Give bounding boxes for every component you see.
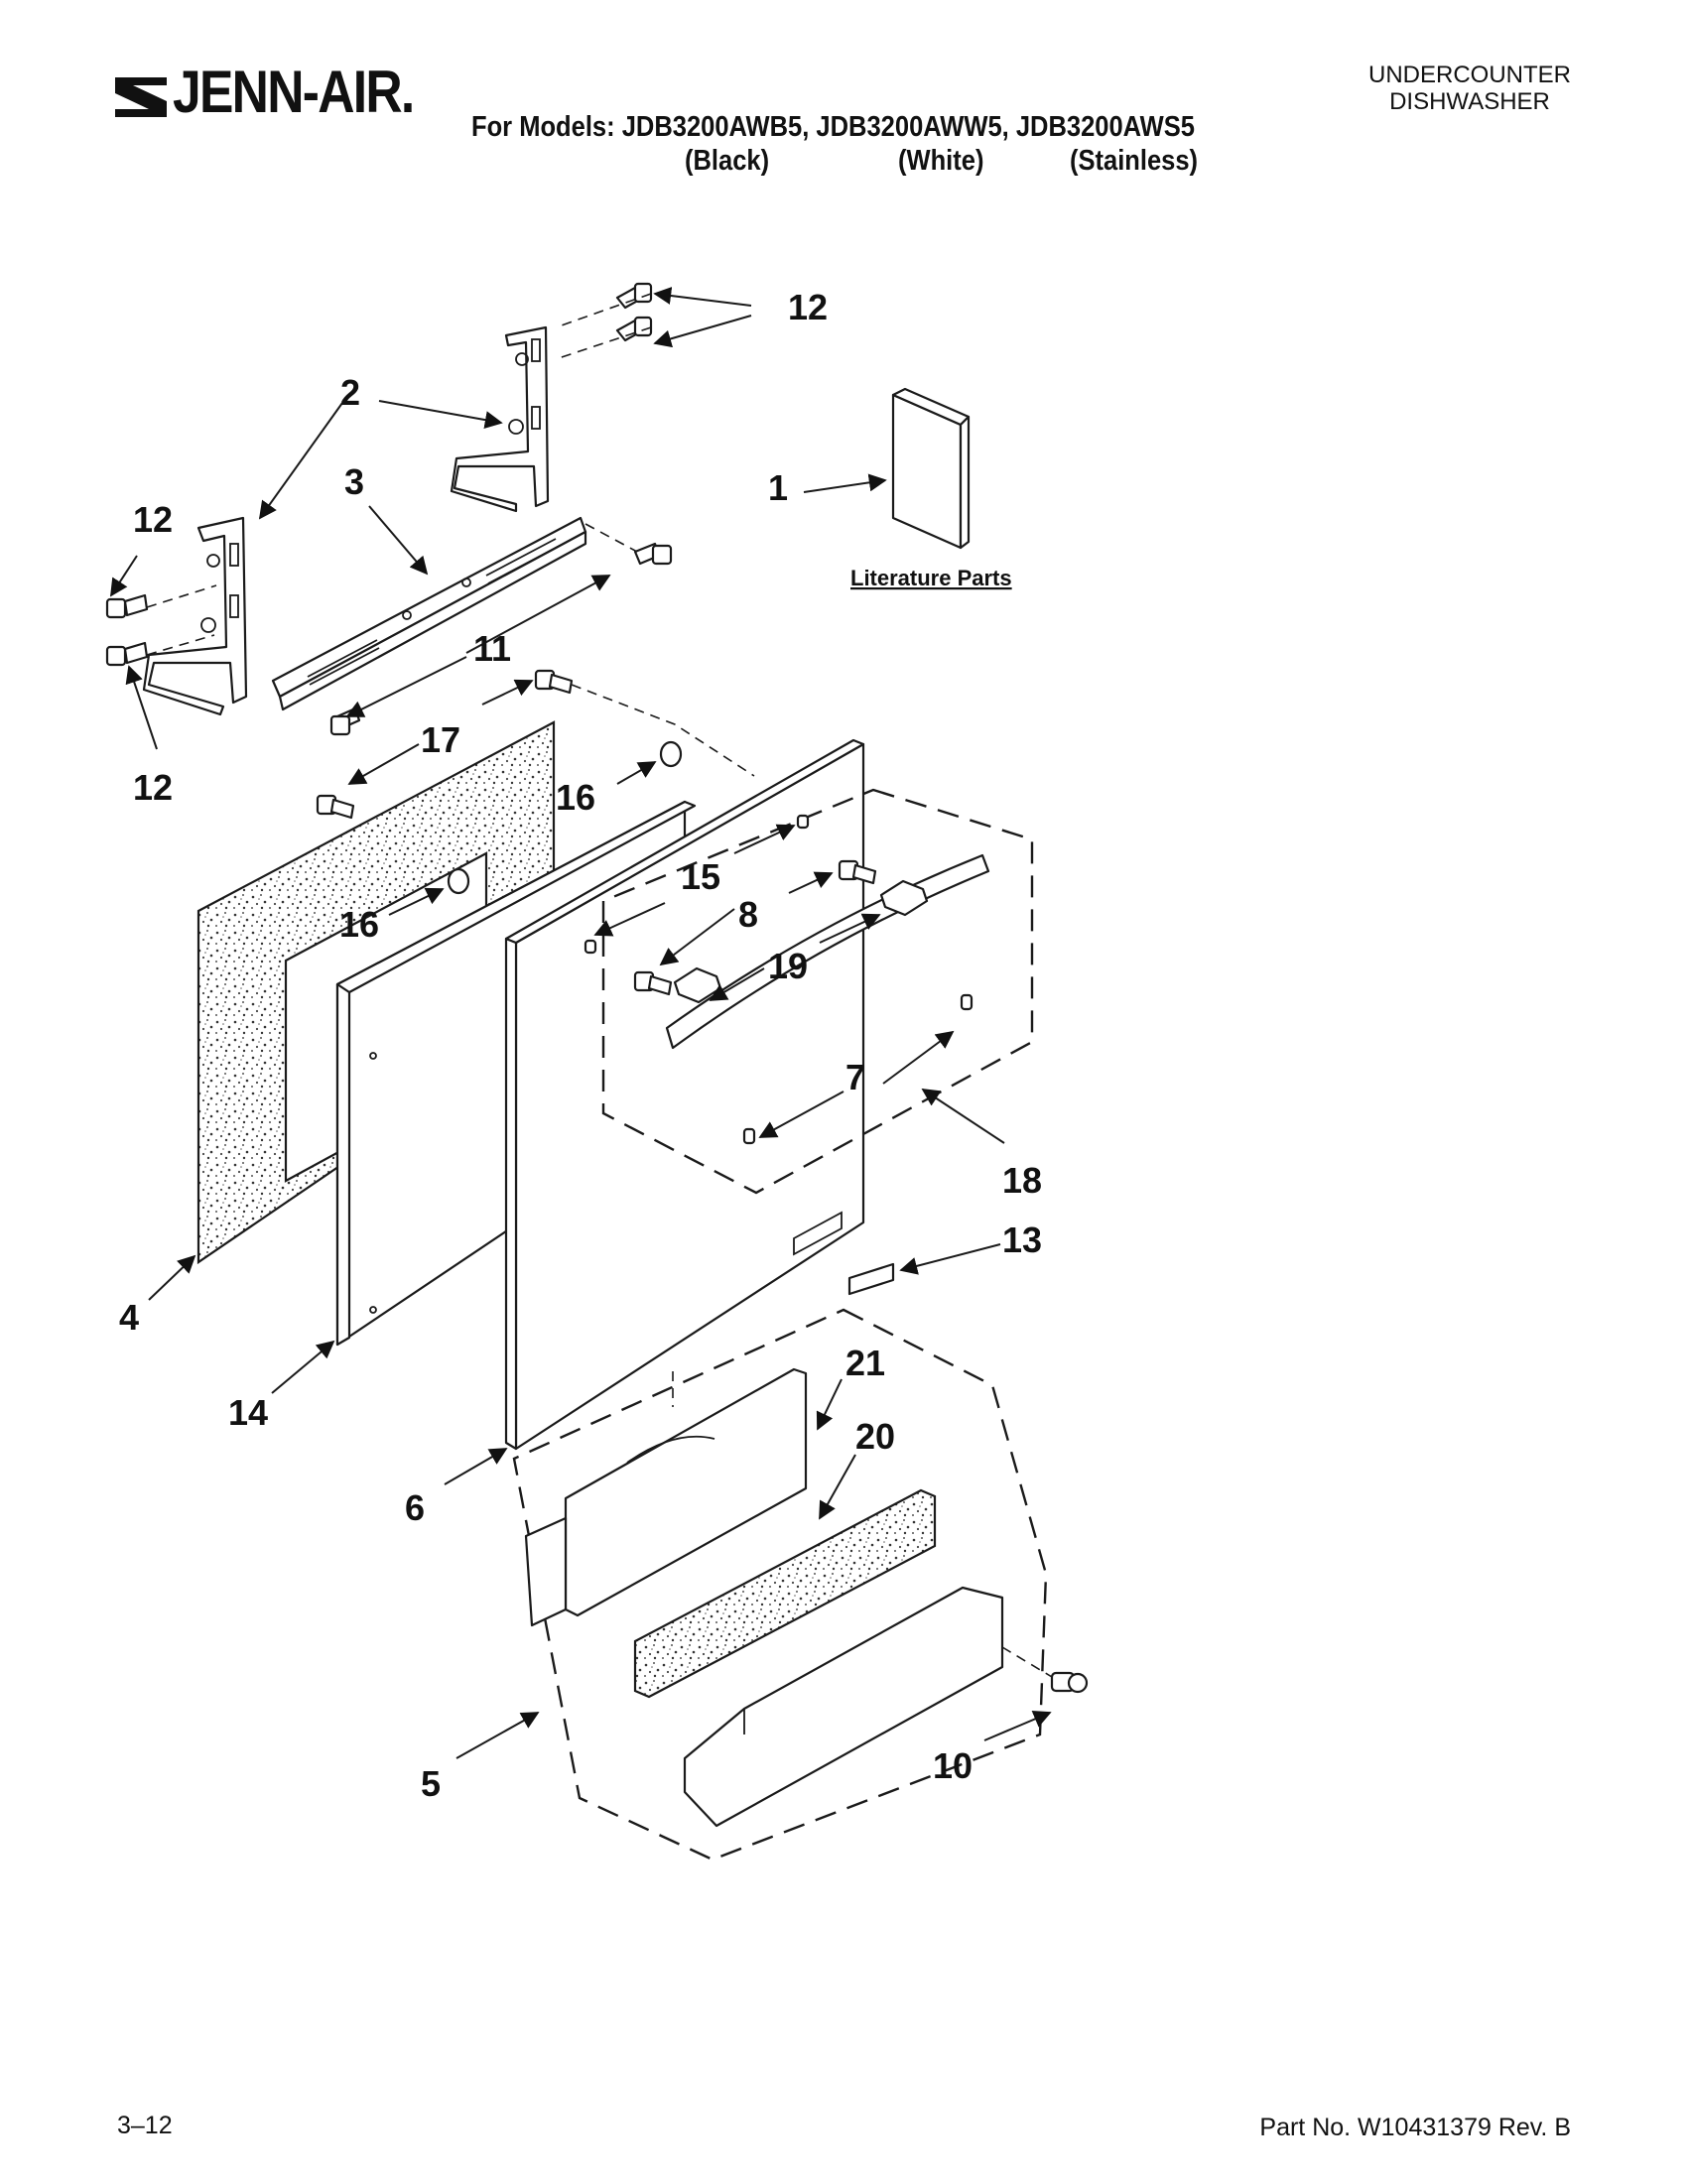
washer-16-left bbox=[447, 867, 470, 895]
variant-black: (Black) bbox=[685, 145, 770, 177]
doc-type-line-2: DISHWASHER bbox=[1389, 88, 1550, 115]
doc-type-line-1: UNDERCOUNTER bbox=[1368, 62, 1571, 88]
callout-21: 21 bbox=[845, 1343, 885, 1383]
models-line: For Models: JDB3200AWB5, JDB3200AWW5, JD… bbox=[471, 111, 1195, 143]
literature-packet bbox=[891, 387, 971, 550]
literature-parts-label: Literature Parts bbox=[850, 566, 1012, 590]
screw-11-right bbox=[633, 542, 673, 566]
door-handle bbox=[665, 853, 990, 1050]
handle-kit-outline bbox=[601, 788, 1034, 1195]
callout-15: 15 bbox=[681, 856, 720, 897]
callout-17: 17 bbox=[421, 719, 460, 760]
callout-6: 6 bbox=[405, 1487, 425, 1528]
mounting-bracket-left bbox=[142, 516, 248, 716]
brand-logo: JENN-AIR. bbox=[111, 58, 458, 137]
callout-7: 7 bbox=[845, 1057, 865, 1097]
callout-18: 18 bbox=[1002, 1160, 1042, 1201]
callout-10: 10 bbox=[933, 1745, 973, 1786]
part-number: Part No. W10431379 Rev. B bbox=[1259, 2114, 1571, 2141]
callout-16-left: 16 bbox=[339, 904, 379, 945]
callout-12-left-top: 12 bbox=[133, 499, 173, 540]
callout-13: 13 bbox=[1002, 1220, 1042, 1260]
mounting-bracket-right bbox=[450, 325, 550, 513]
page-number: 3–12 bbox=[117, 2112, 173, 2139]
screw-12-left-b bbox=[105, 641, 149, 667]
plug-15-left bbox=[584, 939, 597, 955]
callout-20: 20 bbox=[855, 1416, 895, 1457]
callout-16-top: 16 bbox=[556, 777, 595, 818]
support-rail bbox=[271, 516, 587, 711]
screw-17-top bbox=[534, 669, 574, 695]
screw-10 bbox=[1050, 1671, 1089, 1694]
callout-12-left-bottom: 12 bbox=[133, 767, 173, 808]
screw-12-left-a bbox=[105, 593, 149, 619]
clip-7-right bbox=[960, 993, 974, 1011]
washer-16-top bbox=[659, 740, 683, 768]
toe-kick-insulation bbox=[633, 1488, 937, 1699]
screw-12-top-a bbox=[615, 282, 653, 310]
document-type: UNDERCOUNTER DISHWASHER bbox=[1368, 62, 1571, 115]
variant-stainless: (Stainless) bbox=[1070, 145, 1199, 177]
plug-15-top bbox=[796, 814, 810, 830]
callout-3: 3 bbox=[344, 461, 364, 502]
callout-5: 5 bbox=[421, 1763, 441, 1804]
callout-2: 2 bbox=[340, 372, 360, 413]
callout-8: 8 bbox=[738, 894, 758, 935]
callout-14: 14 bbox=[228, 1392, 268, 1433]
toe-kick-panel bbox=[683, 1586, 1004, 1828]
callout-11: 11 bbox=[473, 628, 511, 669]
brand-name: JENN-AIR. bbox=[173, 59, 415, 125]
screw-8-left bbox=[633, 970, 673, 996]
clip-7-left bbox=[742, 1127, 756, 1145]
screw-17-left bbox=[316, 794, 355, 820]
callout-4: 4 bbox=[119, 1297, 139, 1338]
latch-strike-13 bbox=[847, 1262, 895, 1296]
callout-19: 19 bbox=[768, 946, 808, 986]
callout-1: 1 bbox=[768, 467, 788, 508]
outer-door-panel bbox=[504, 738, 865, 1451]
variant-white: (White) bbox=[898, 145, 984, 177]
toe-kick-cover bbox=[524, 1367, 808, 1627]
screw-8-right bbox=[838, 859, 877, 885]
jenn-air-mark-icon bbox=[115, 77, 167, 117]
callout-12-top: 12 bbox=[788, 287, 828, 327]
